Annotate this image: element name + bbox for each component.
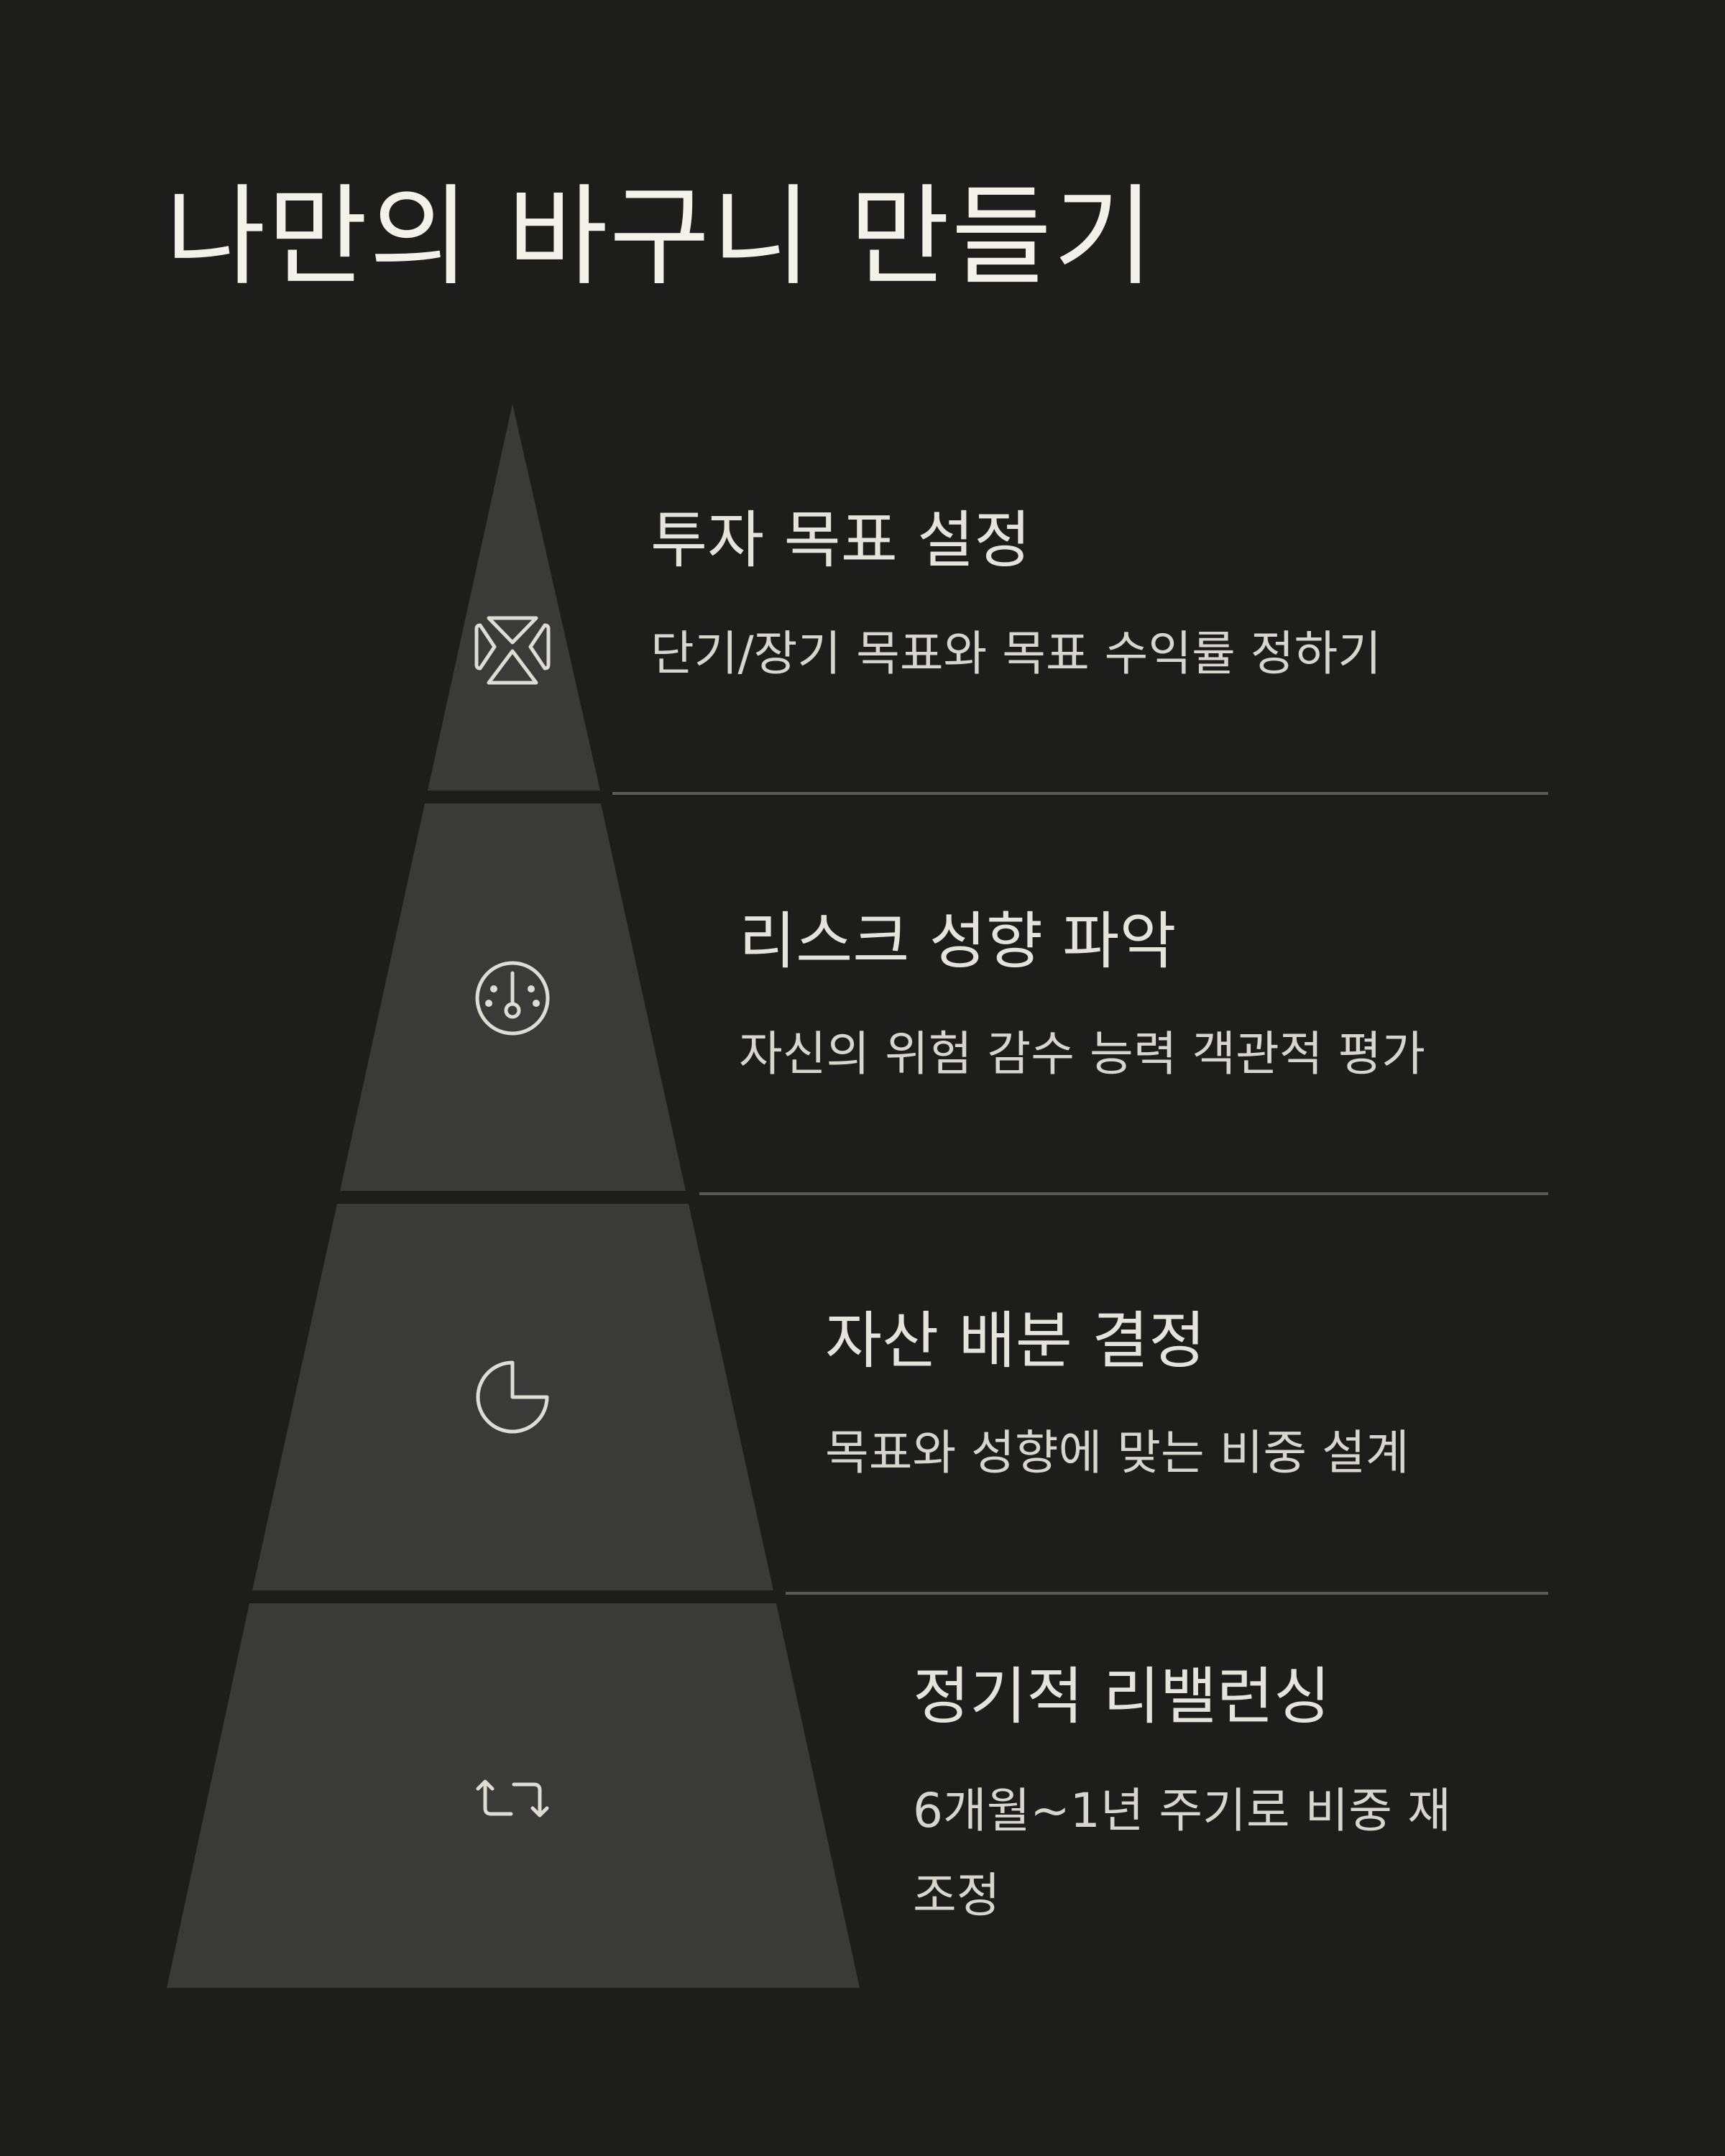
page-title: 나만의 바구니 만들기 [165, 173, 1156, 300]
step-4-title: 정기적 리밸런싱 [913, 1661, 1331, 1733]
rebalance-arrows-icon [476, 1779, 549, 1818]
step-4-description: 6개월~1년 주기로 비중 재 조정 [913, 1783, 1451, 1923]
pie-chart-icon [476, 1360, 549, 1434]
divider-2 [699, 1192, 1548, 1195]
pyramid-layer-1 [428, 404, 600, 791]
step-1-description: 단기/장기 목표와 목표 수익률 정하기 [650, 626, 1381, 681]
divider-3 [786, 1592, 1548, 1595]
target-split-icon [474, 616, 551, 685]
step-2-title: 리스크 성향 파악 [739, 906, 1177, 977]
step-3-description: 목표와 성향에 맞는 비중 설계 [825, 1425, 1409, 1480]
step-1-title: 투자 목표 설정 [650, 505, 1031, 576]
divider-1 [612, 792, 1548, 795]
gauge-icon [475, 961, 550, 1036]
step-3-title: 자산 배분 결정 [825, 1305, 1206, 1377]
pyramid-layer-4 [167, 1603, 860, 1988]
step-2-description: 자신의 위험 감수 능력 객관적 평가 [739, 1026, 1425, 1082]
